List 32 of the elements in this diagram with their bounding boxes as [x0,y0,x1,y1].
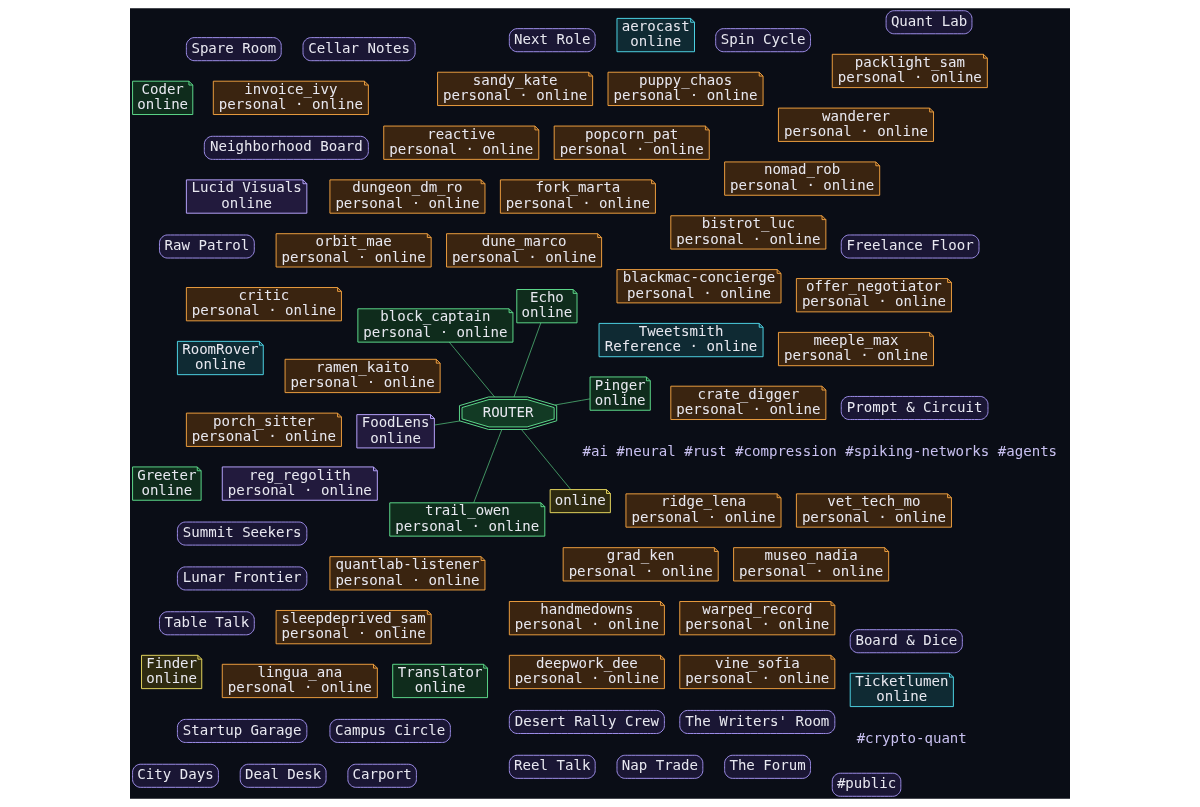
node-box: Quant Lab [885,10,973,35]
node-box: #public [831,772,902,797]
node-box: Board & Dice [849,629,963,654]
node-box: Campus Circle [329,718,451,743]
connector [554,398,591,406]
node-box: City Days [132,763,219,788]
connector [473,429,503,503]
node-box: Nap Trade [616,754,704,779]
node-box: Cellar Notes [302,37,416,62]
node-box: Prompt & Circuit [840,395,989,420]
connector [448,341,495,398]
node-box: Spin Cycle [715,28,811,53]
node-box: Next Role [508,28,596,53]
connector [521,429,571,490]
node-box: Freelance Floor [840,234,980,259]
connector [434,420,461,426]
node-box: Raw Patrol [159,234,255,259]
node-box: Carport [347,763,417,788]
node-box: Deal Desk [239,763,327,788]
label: #ai #neural #rust #compression #spiking-networks #agents [582,443,1058,460]
node-box: Table Talk [159,611,255,636]
node-box: Lunar Frontier [176,566,308,591]
node-box: Startup Garage [176,718,308,743]
node-box: Spare Room [185,37,282,62]
label: #crypto-quant [856,730,967,747]
node-box: Summit Seekers [176,521,308,546]
connector [513,322,542,398]
node-box: Desert Rally Crew [508,709,665,734]
node-box: Neighborhood Board [203,135,369,160]
node-box: The Writers' Room [679,709,836,734]
node-box: The Forum [724,754,811,779]
node-box: Reel Talk [508,754,596,779]
